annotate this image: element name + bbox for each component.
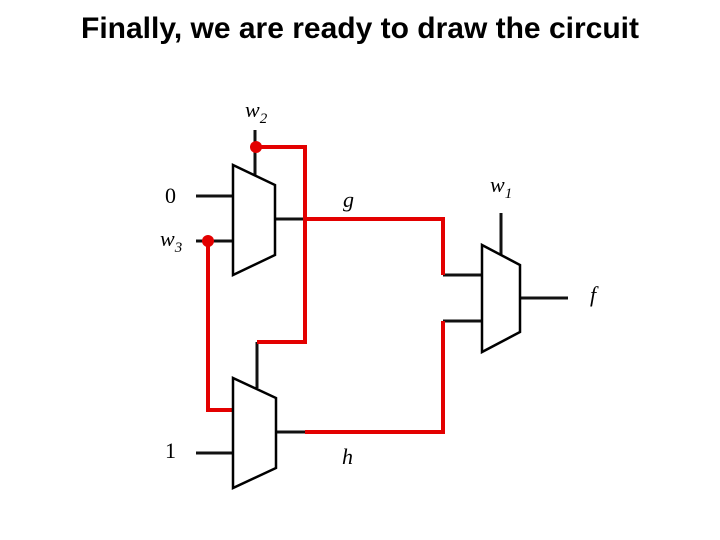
label-const-1: 1 xyxy=(165,438,176,463)
g-wire xyxy=(305,217,445,275)
mux-bottom xyxy=(231,376,278,490)
label-w2: w2 xyxy=(245,97,268,127)
label-g: g xyxy=(343,187,354,212)
label-w1: w1 xyxy=(490,172,512,202)
h-wire xyxy=(305,321,445,434)
label-const-0: 0 xyxy=(165,183,176,208)
mux-top xyxy=(231,163,277,277)
red-wires xyxy=(206,145,445,434)
label-f: f xyxy=(590,282,599,307)
w3-to-mux-bottom-wire xyxy=(206,241,233,412)
w2-to-mux-bottom-wire xyxy=(256,145,307,344)
slide-title: Finally, we are ready to draw the circui… xyxy=(81,12,639,45)
w2-junction-dot xyxy=(250,141,262,153)
label-h: h xyxy=(342,444,353,469)
mux-right xyxy=(480,242,522,355)
label-w3: w3 xyxy=(160,226,182,256)
w3-junction-dot xyxy=(202,235,214,247)
